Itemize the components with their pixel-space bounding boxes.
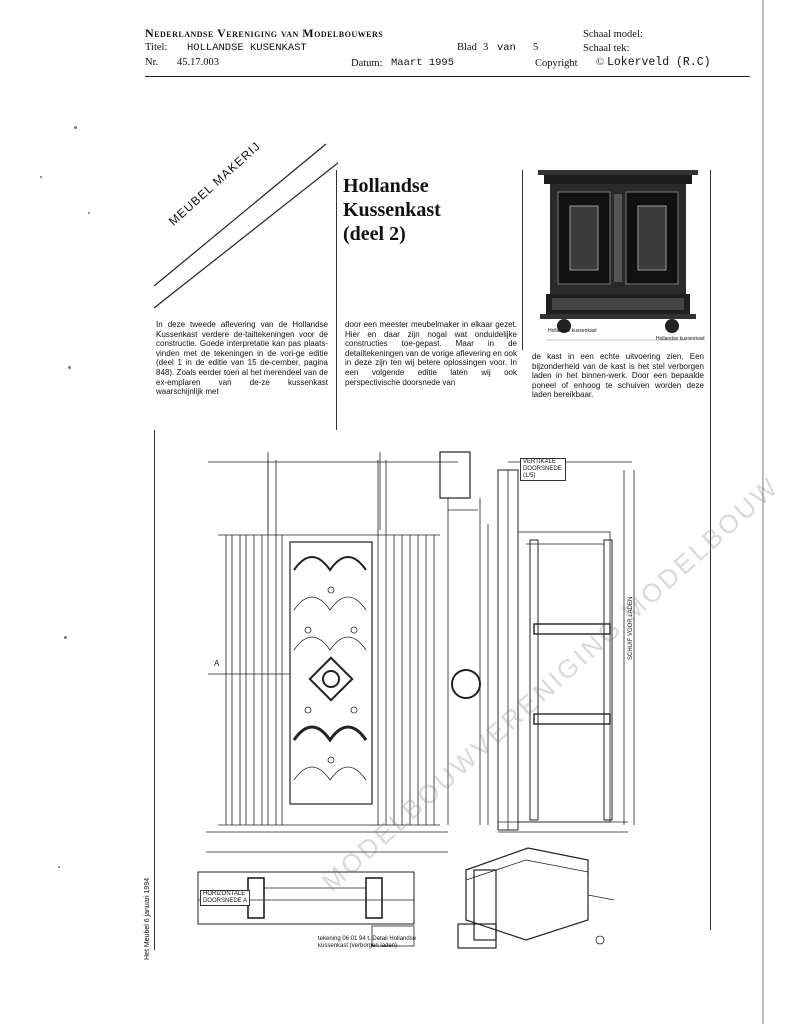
headline-line: Kussenkast: [343, 199, 441, 221]
date-label: Datum:: [351, 58, 383, 69]
scale-drawing-label: Schaal tek:: [583, 43, 630, 54]
column-rule: [154, 430, 155, 950]
scan-speck: [40, 176, 42, 178]
article-column-2: door een meester meubelmaker in elkaar g…: [345, 320, 517, 387]
banner-lines: [153, 143, 338, 309]
sheet-of: van: [497, 42, 516, 54]
publication-side-caption: Het Meubel 6 januari 1994: [144, 877, 151, 960]
column-rule: [336, 170, 337, 430]
headline-line: Hollandse: [343, 175, 429, 197]
sheet-total: 5: [533, 42, 539, 53]
panel-ornament: [292, 556, 368, 781]
article-column-3: de kast in een echte uitvoering zien. Ee…: [532, 352, 704, 400]
sheet-number: 3: [483, 42, 489, 53]
technical-drawing: [197, 451, 635, 949]
cabinet-photo: [538, 170, 698, 341]
copyright-value: Lokerveld (R.C): [607, 56, 711, 69]
scan-speck: [88, 212, 90, 214]
column-rule: [522, 170, 523, 350]
figure-caption: tekening 06 01 94 t. Detail Hollandse ku…: [318, 936, 417, 949]
title-value: HOLLANDSE KUSENKAST: [187, 42, 307, 54]
banner-band: MEUBEL MAKERIJ: [148, 140, 338, 310]
copyright-symbol: ©: [596, 57, 604, 68]
scan-edge-line: [762, 0, 764, 1024]
number-label: Nr.: [145, 57, 159, 68]
scan-speck: [64, 636, 67, 639]
article-headline: Hollandse Kussenkast (deel 2): [343, 174, 441, 246]
vertical-section-label: VERTIKALE DOORSNEDE (1/5): [520, 458, 566, 481]
scan-speck: [74, 126, 77, 129]
number-value: 45.17.003: [177, 57, 219, 68]
scale-model-label: Schaal model:: [583, 29, 643, 40]
dimension-marker-a: A: [214, 659, 220, 668]
column-rule: [710, 170, 711, 930]
copyright-label: Copyright: [535, 58, 578, 69]
horizontal-section-label: HORIZONTALE DOORSNEDE A: [200, 890, 250, 906]
article-column-1: In deze tweede aflevering van de Holland…: [156, 320, 328, 397]
photo-credit: Hollandse kussenkast: [656, 336, 705, 342]
sheet-label: Blad: [457, 42, 477, 53]
scan-speck: [68, 366, 71, 369]
date-value: Maart 1995: [391, 57, 455, 69]
association-name: Nederlandse Vereniging van Modelbouwers: [145, 26, 384, 40]
title-block-rule: [145, 76, 750, 77]
headline-line: (deel 2): [343, 223, 406, 245]
photo-caption: Hollandse kussenkast: [548, 328, 597, 334]
stile-lines: [225, 460, 435, 825]
drawer-side-label: SCHUIF VOOR LADEN: [628, 596, 634, 660]
magazine-article: MEUBEL MAKERIJ Hollandse Kussenkast (dee…: [144, 140, 785, 970]
scan-speck: [58, 866, 60, 868]
title-label: Titel:: [145, 42, 168, 53]
